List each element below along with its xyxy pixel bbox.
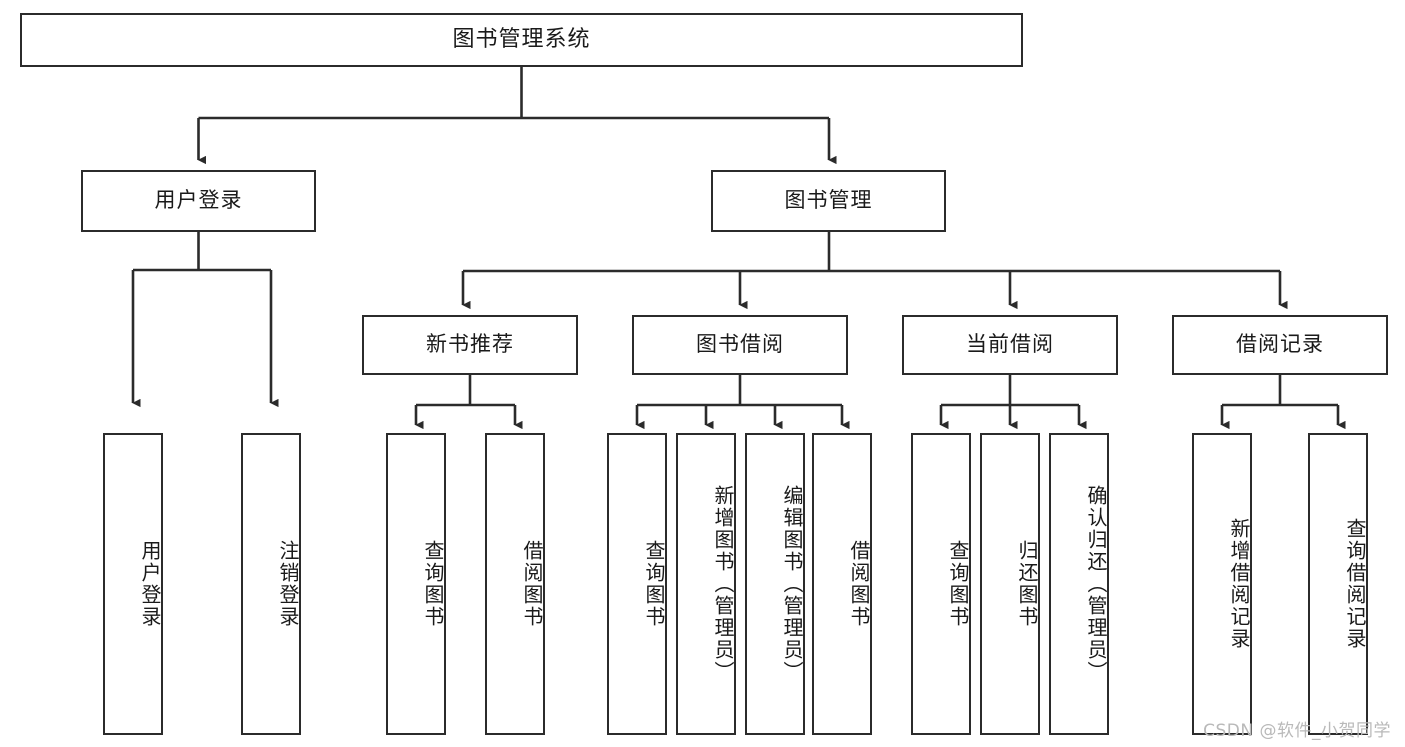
node-label: 新增借阅记录 [1227, 518, 1251, 650]
node-book-borrow[interactable]: 图书借阅 [632, 315, 848, 375]
leaf-query-book-new-rec[interactable]: 查询图书 [386, 433, 446, 735]
node-label: 借阅图书 [520, 540, 544, 628]
node-label: 归还图书 [1015, 540, 1039, 628]
leaf-edit-book-admin[interactable]: 编辑图书（管理员） [745, 433, 805, 735]
leaf-query-book-current[interactable]: 查询图书 [911, 433, 971, 735]
node-label: 图书管理系统 [452, 26, 591, 52]
node-label: 图书借阅 [696, 332, 784, 357]
leaf-query-borrow-record[interactable]: 查询借阅记录 [1308, 433, 1368, 735]
node-label: 查询图书 [421, 540, 445, 628]
node-label: 新书推荐 [426, 332, 514, 357]
node-label: 图书管理 [784, 188, 873, 213]
node-label: 编辑图书（管理员） [780, 485, 804, 683]
node-label: 用户登录 [154, 188, 243, 213]
node-label: 查询借阅记录 [1343, 518, 1367, 650]
leaf-logout-login[interactable]: 注销登录 [241, 433, 301, 735]
leaf-borrow-book-borrow[interactable]: 借阅图书 [812, 433, 872, 735]
node-label: 用户登录 [138, 540, 162, 628]
node-current-borrow[interactable]: 当前借阅 [902, 315, 1118, 375]
node-label: 新增图书（管理员） [711, 485, 735, 683]
node-book-manage[interactable]: 图书管理 [711, 170, 946, 232]
node-root-book-management-system[interactable]: 图书管理系统 [20, 13, 1023, 67]
leaf-confirm-return-admin[interactable]: 确认归还（管理员） [1049, 433, 1109, 735]
watermark-text: CSDN @软件_小贺同学 [1203, 721, 1391, 741]
node-label: 查询图书 [642, 540, 666, 628]
node-user-login[interactable]: 用户登录 [81, 170, 316, 232]
node-label: 确认归还（管理员） [1084, 485, 1108, 683]
leaf-return-book[interactable]: 归还图书 [980, 433, 1040, 735]
leaf-borrow-book-new-rec[interactable]: 借阅图书 [485, 433, 545, 735]
leaf-add-borrow-record[interactable]: 新增借阅记录 [1192, 433, 1252, 735]
node-label: 借阅记录 [1236, 332, 1324, 357]
leaf-add-book-admin[interactable]: 新增图书（管理员） [676, 433, 736, 735]
node-new-book-recommendation[interactable]: 新书推荐 [362, 315, 578, 375]
leaf-query-book-borrow[interactable]: 查询图书 [607, 433, 667, 735]
node-label: 注销登录 [276, 540, 300, 628]
leaf-user-login[interactable]: 用户登录 [103, 433, 163, 735]
node-label: 当前借阅 [966, 332, 1054, 357]
node-label: 借阅图书 [847, 540, 871, 628]
node-borrow-record[interactable]: 借阅记录 [1172, 315, 1388, 375]
node-label: 查询图书 [946, 540, 970, 628]
